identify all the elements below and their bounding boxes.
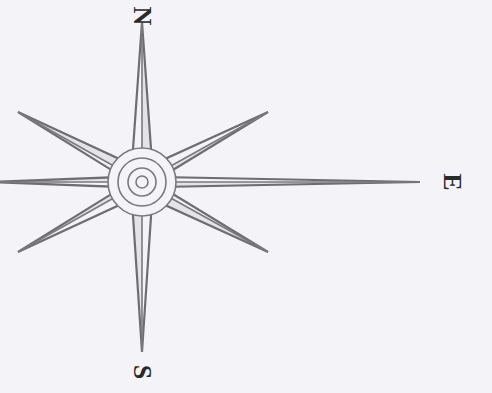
star-outline (0, 22, 420, 352)
center-ring (118, 158, 166, 206)
direction-letter: E (439, 173, 465, 190)
direction-letter: S (129, 365, 155, 379)
center-ring (128, 168, 156, 196)
arm-midline (142, 181, 420, 183)
center-ring (136, 176, 148, 188)
direction-letter: N (129, 7, 155, 26)
center-ring (108, 148, 176, 216)
